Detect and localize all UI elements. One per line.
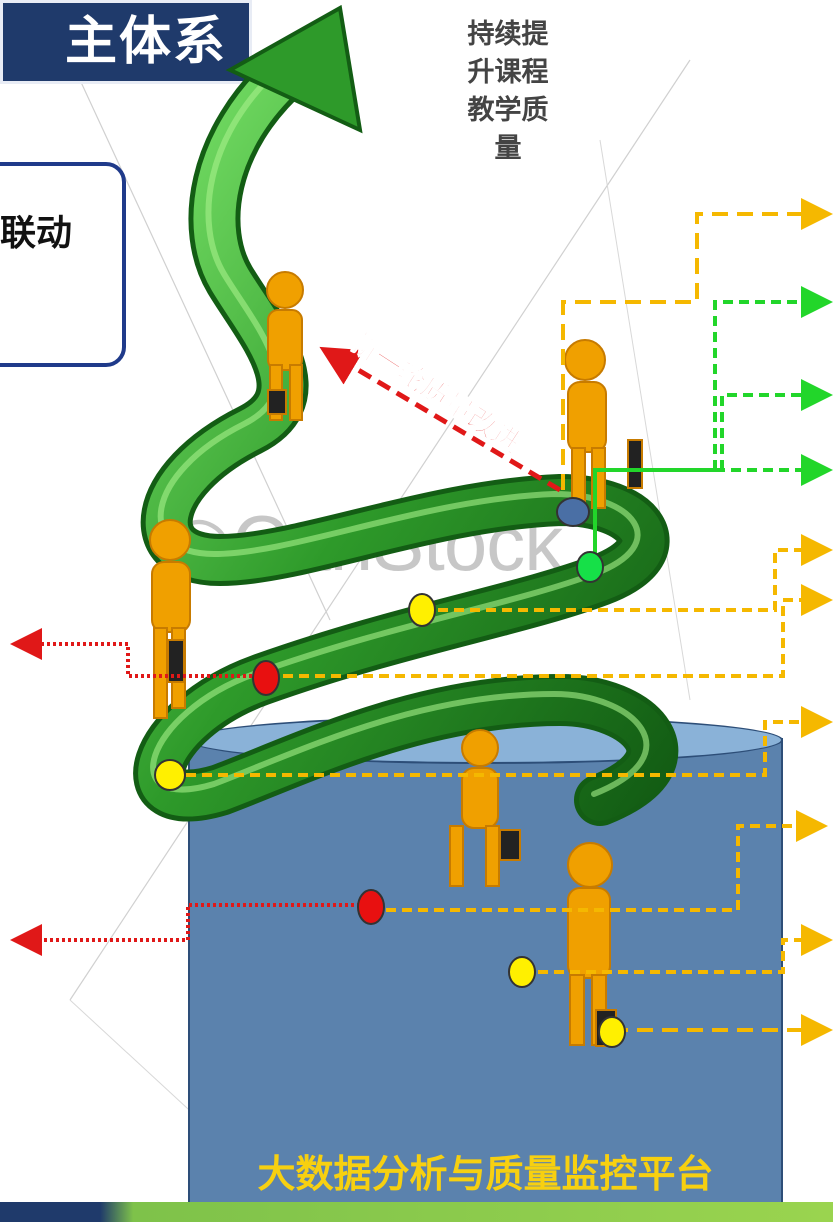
node-red-1 [252, 660, 280, 696]
bottom-decor-bar [0, 1202, 833, 1222]
node-yellow-1 [408, 593, 436, 627]
figure-lower-middle [449, 729, 521, 887]
improvement-label: 新一轮质量改进 [344, 325, 526, 459]
node-yellow-3 [508, 956, 536, 988]
improvement-arrow [319, 346, 562, 493]
red-connectors [10, 628, 360, 956]
node-blue [556, 497, 590, 527]
node-yellow-2 [154, 759, 186, 791]
goal-line-3: 教学质 [467, 95, 549, 126]
goal-text: 持续提 升课程 教学质 量 [438, 16, 578, 168]
goal-line-4: 量 [494, 133, 522, 164]
figures [149, 271, 643, 1047]
orange-connectors [170, 198, 833, 1046]
figure-bottom [567, 842, 617, 1047]
node-yellow-4 [598, 1016, 626, 1048]
linkage-text: 联动 [0, 213, 73, 254]
node-red-2 [357, 889, 385, 925]
nodes [154, 497, 626, 1048]
figure-upper-right [564, 339, 643, 509]
linkage-box [0, 162, 126, 367]
goal-line-1: 持续提 [467, 19, 549, 50]
figure-top [266, 271, 304, 421]
goal-line-2: 升课程 [467, 57, 549, 88]
platform-label: 大数据分析与质量监控平台 [257, 1152, 714, 1196]
green-connectors [593, 286, 833, 560]
title-banner: 主体系 [0, 0, 252, 84]
spiral-arrowhead [225, 4, 363, 134]
node-green [576, 551, 604, 583]
title-text: 主体系 [64, 12, 227, 72]
figure-left [149, 519, 191, 719]
